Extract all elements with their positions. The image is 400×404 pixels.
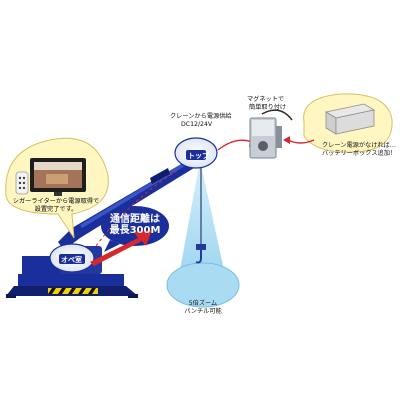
- distance-label-1: 通信距離は: [110, 214, 160, 225]
- magnet-label-1: マグネットで: [247, 96, 285, 103]
- transmission-arrow: [90, 230, 152, 266]
- distance-label-2: 最長300M: [109, 225, 161, 236]
- voltage-label: DC12/24V: [181, 121, 213, 128]
- distance-text: 通信距離は 最長300M: [106, 214, 164, 236]
- zoom-label-1: 5倍ズーム: [188, 300, 218, 307]
- monitor-label-2: 設置完了です。: [34, 206, 78, 213]
- battery-label-1: クレーン電源がなければ…: [322, 142, 396, 149]
- operator-tag: オペ室: [61, 256, 82, 264]
- zoom-label-2: パンチル可能: [184, 308, 222, 315]
- battery-to-camera-arrow: [287, 139, 315, 144]
- top-tag: トップ: [188, 152, 209, 160]
- monitor-label-1: シガーライターから電源取得で: [12, 198, 100, 205]
- camera-icon: [249, 109, 293, 159]
- camera-view-footprint: [166, 262, 240, 308]
- operator-tag-box: [59, 254, 85, 264]
- top-to-camera-arrow: [217, 139, 253, 151]
- top-tag-box: [186, 150, 206, 160]
- power-supply-label: クレーンから電源供給: [170, 113, 232, 120]
- hazard-stripes: [48, 288, 98, 294]
- camera-view-beam: [180, 160, 224, 285]
- battery-label-2: バッテリーボックス追加！: [322, 150, 397, 157]
- distance-badge: [101, 206, 169, 246]
- magnet-label-2: 簡単取り付け: [249, 104, 287, 111]
- signal-dashed-arc: [95, 169, 179, 247]
- remote-icon: [15, 171, 29, 195]
- monitor-icon: [30, 158, 86, 196]
- battery-box-icon: [324, 103, 376, 135]
- crane-hook-icon: [195, 244, 206, 264]
